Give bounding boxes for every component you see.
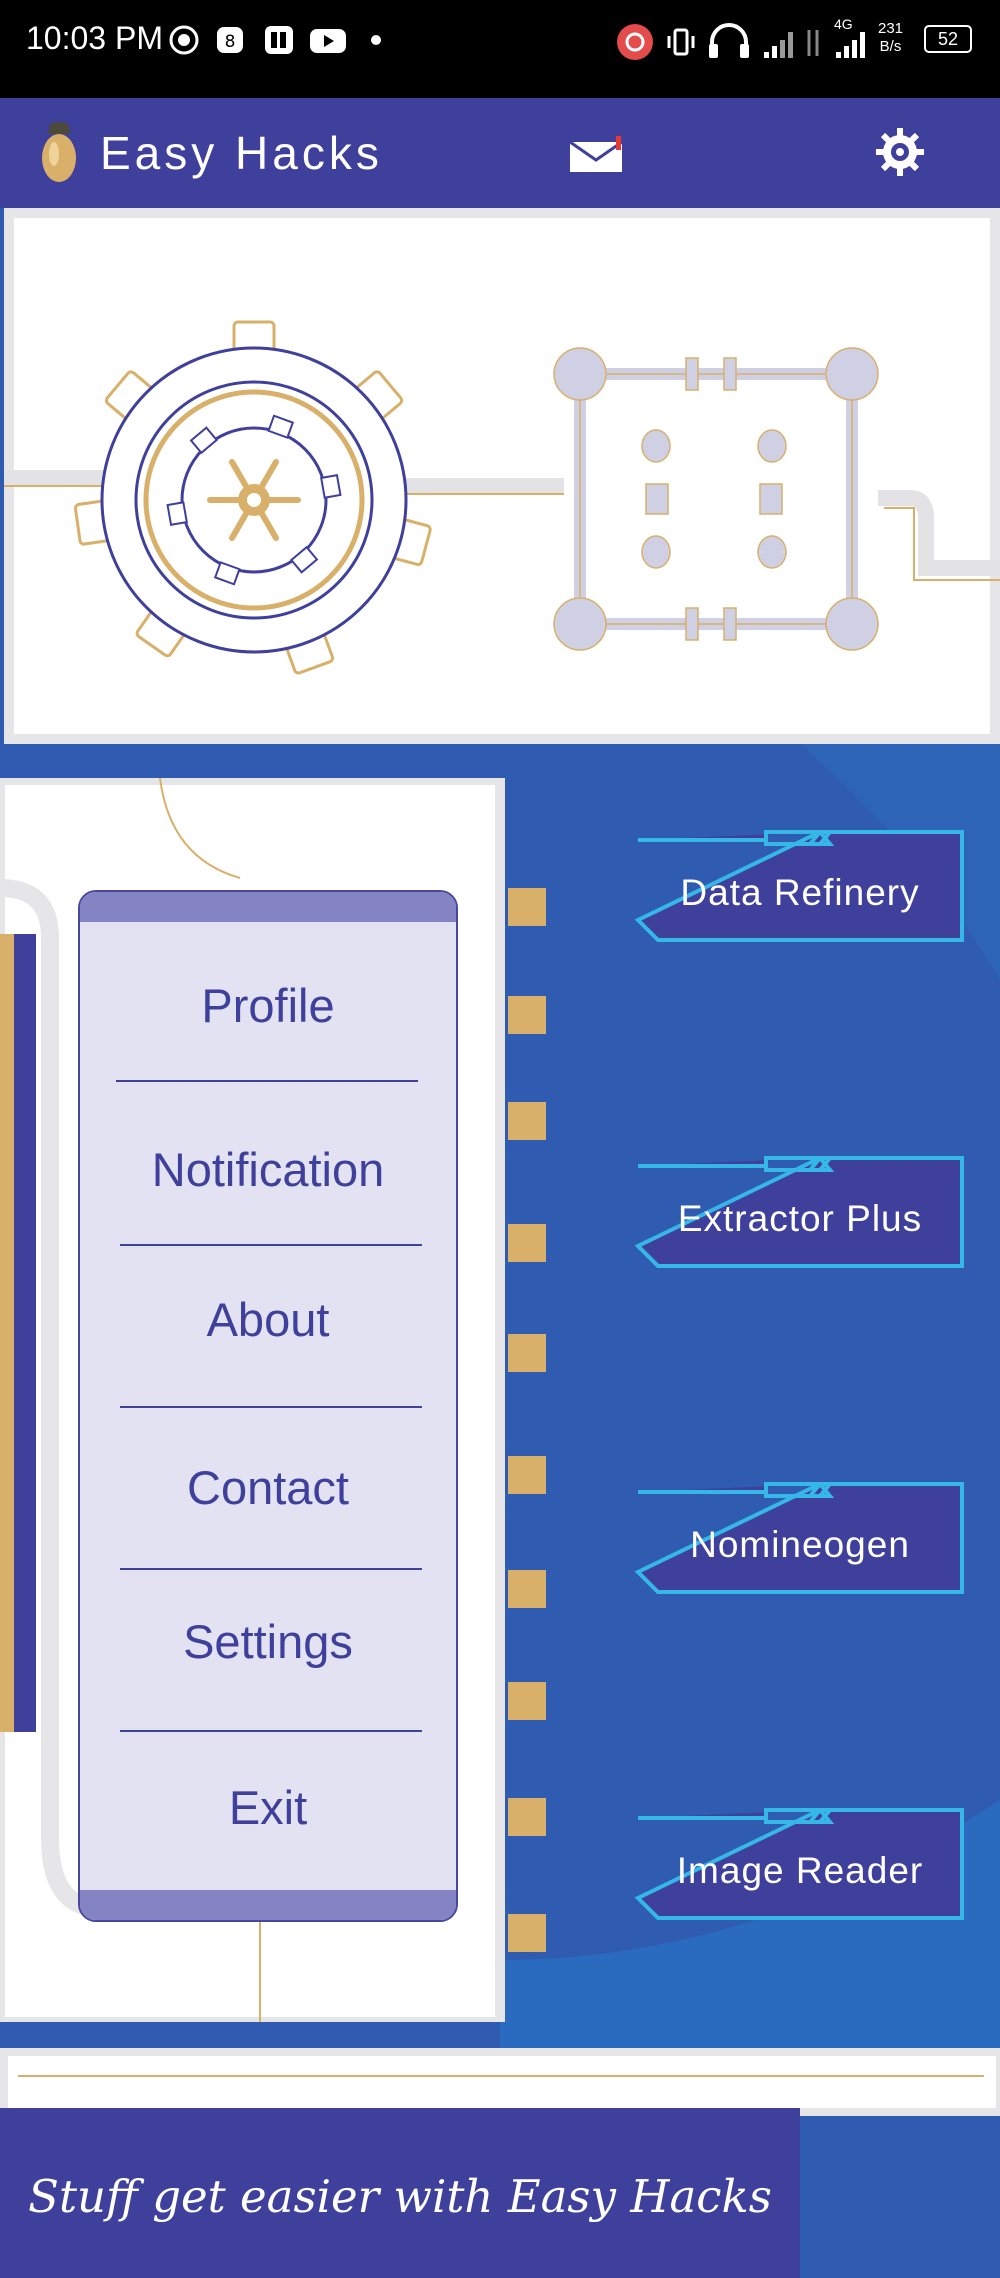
youtube-icon bbox=[310, 29, 346, 53]
vault-illustration-card bbox=[4, 208, 1000, 744]
app-logo-icon bbox=[42, 122, 76, 182]
status-time: 10:03 PM bbox=[26, 20, 163, 56]
menu-item-contact[interactable]: Contact bbox=[187, 1461, 349, 1514]
tool-label: Data Refinery bbox=[680, 872, 920, 913]
tool-button-frame bbox=[634, 830, 964, 942]
tool-button-nomineogen[interactable]: Nomineogen bbox=[634, 1482, 966, 1598]
recording-indicator-icon bbox=[617, 24, 653, 60]
data-transfer-icon bbox=[807, 30, 819, 56]
data-rate-unit: B/s bbox=[879, 38, 902, 55]
dot-icon bbox=[371, 35, 381, 45]
menu-item-notification[interactable]: Notification bbox=[151, 1143, 385, 1196]
tool-button-frame bbox=[634, 1482, 964, 1594]
screen-record-icon bbox=[169, 25, 199, 55]
signal-4g-icon bbox=[836, 32, 865, 58]
menu-item-profile[interactable]: Profile bbox=[201, 979, 335, 1032]
tool-button-frame bbox=[634, 1156, 964, 1268]
signal-icon bbox=[764, 32, 793, 58]
messaging-app-icon bbox=[265, 26, 293, 54]
gear-icon[interactable] bbox=[876, 128, 924, 176]
tool-button-data-refinery[interactable]: Data Refinery bbox=[634, 830, 966, 946]
data-rate: 231 B/s bbox=[878, 20, 903, 56]
tool-button-extractor-plus[interactable]: Extractor Plus bbox=[634, 1156, 966, 1272]
headphones-icon bbox=[709, 23, 749, 58]
battery-level: 52 bbox=[937, 29, 959, 49]
menu-divider bbox=[120, 1730, 422, 1732]
svg-text:8: 8 bbox=[225, 32, 236, 52]
vault-illustration bbox=[4, 320, 1000, 675]
tagline-text: Stuff get easier with Easy Hacks bbox=[28, 2170, 772, 2223]
tool-button-image-reader[interactable]: Image Reader bbox=[634, 1808, 966, 1924]
mail-icon[interactable] bbox=[568, 136, 626, 174]
menu-item-about[interactable]: About bbox=[206, 1293, 330, 1346]
menu-bottom-cap bbox=[80, 1890, 456, 1920]
connector-studs bbox=[508, 888, 546, 1952]
app-notification-icon: 8 bbox=[217, 27, 243, 53]
menu-item-exit[interactable]: Exit bbox=[228, 1781, 308, 1834]
menu-top-cap bbox=[80, 892, 456, 922]
vibrate-icon bbox=[667, 28, 695, 56]
tagline-banner: Stuff get easier with Easy Hacks bbox=[0, 2108, 800, 2278]
menu-divider bbox=[120, 1568, 422, 1570]
tool-label: Image Reader bbox=[676, 1850, 924, 1891]
data-rate-value: 231 bbox=[878, 20, 904, 37]
network-type: 4G bbox=[834, 16, 853, 32]
menu-divider bbox=[120, 1244, 422, 1246]
status-bar: 10:03 PM 8 4G 231 B/s 52 bbox=[0, 0, 1000, 98]
menu-divider bbox=[116, 1080, 418, 1082]
app-title: Easy Hacks bbox=[100, 127, 383, 179]
battery-icon: 52 bbox=[924, 25, 972, 53]
menu-item-settings[interactable]: Settings bbox=[183, 1615, 353, 1668]
app-bar: Easy Hacks bbox=[0, 98, 1000, 208]
tool-label: Extractor Plus bbox=[677, 1198, 923, 1239]
tool-button-frame bbox=[634, 1808, 964, 1920]
menu-divider bbox=[120, 1406, 422, 1408]
side-menu: Profile Notification About Contact Setti… bbox=[78, 890, 458, 1922]
tool-label: Nomineogen bbox=[690, 1524, 910, 1565]
